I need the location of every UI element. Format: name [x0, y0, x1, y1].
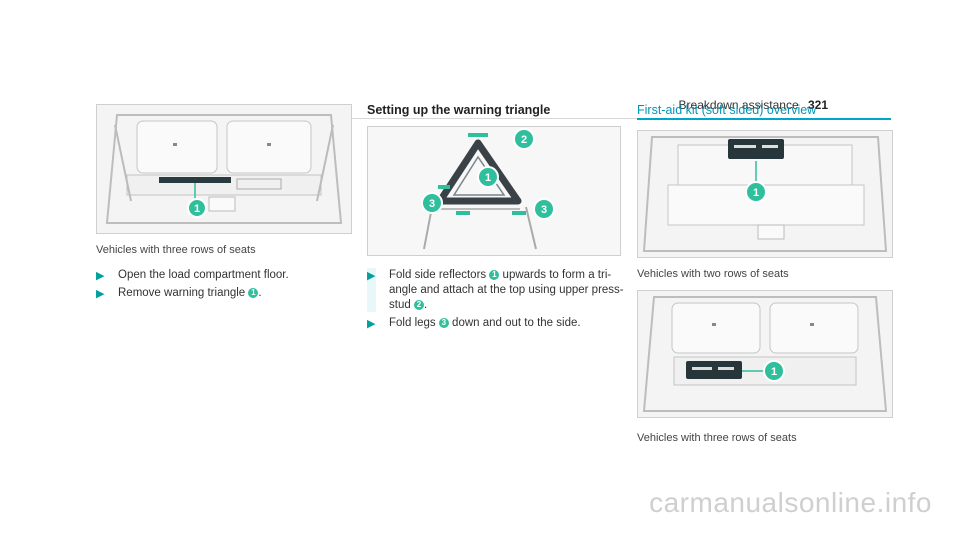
ref-badge: 1: [489, 270, 500, 280]
step-highlight-bar: [367, 268, 376, 312]
step-remove-triangle: ▶ Remove warning triangle 1.: [96, 287, 262, 300]
ref-badge: 2: [413, 300, 424, 310]
title-underline: [637, 118, 891, 120]
callout-3: 3: [541, 204, 547, 216]
figure-trunk-three-rows: 1: [96, 104, 352, 234]
page-number: 321: [807, 98, 828, 112]
callout-1: 1: [194, 203, 200, 215]
trunk-illustration: 1: [97, 105, 351, 233]
step-arrow-icon: ▶: [367, 318, 376, 330]
step-open-floor: ▶ Open the load compartment floor.: [96, 269, 289, 282]
callout-1: 1: [771, 366, 777, 378]
triangle-illustration: 1 2 3 3: [368, 127, 620, 255]
callout-1: 1: [753, 187, 759, 199]
callout-2: 2: [521, 134, 527, 146]
step-arrow-icon: ▶: [96, 270, 105, 282]
watermark: carmanualsonline.info: [649, 487, 932, 518]
callout-3: 3: [429, 198, 435, 210]
figure-first-aid-two-rows: 1: [637, 130, 893, 258]
caption-two-rows: Vehicles with two rows of seats: [637, 268, 789, 280]
ref-badge: 1: [248, 288, 259, 298]
step-arrow-icon: ▶: [367, 270, 376, 282]
running-header: Breakdown assistance 321: [679, 98, 828, 112]
first-aid-two-rows-illustration: 1: [638, 131, 892, 257]
ref-badge: 3: [438, 318, 449, 328]
figure-first-aid-three-rows: 1: [637, 290, 893, 418]
section-title-first-aid: First-aid kit (soft sided) overview: [637, 103, 817, 117]
figure-warning-triangle: 1 2 3 3: [367, 126, 621, 256]
section-name: Breakdown assistance: [678, 98, 799, 112]
caption-three-rows: Vehicles with three rows of seats: [96, 244, 256, 256]
first-aid-three-rows-illustration: 1: [638, 291, 892, 417]
caption-three-rows-2: Vehicles with three rows of seats: [637, 432, 797, 444]
callout-1: 1: [485, 172, 491, 184]
header-divider: [96, 118, 864, 119]
step-arrow-icon: ▶: [96, 288, 105, 300]
step-fold-reflectors: ▶ Fold side reflectors 1 upwards to form…: [367, 269, 624, 311]
step-fold-legs: ▶ Fold legs 3 down and out to the side.: [367, 317, 581, 330]
section-title-warning-triangle: Setting up the warning triangle: [367, 103, 551, 117]
